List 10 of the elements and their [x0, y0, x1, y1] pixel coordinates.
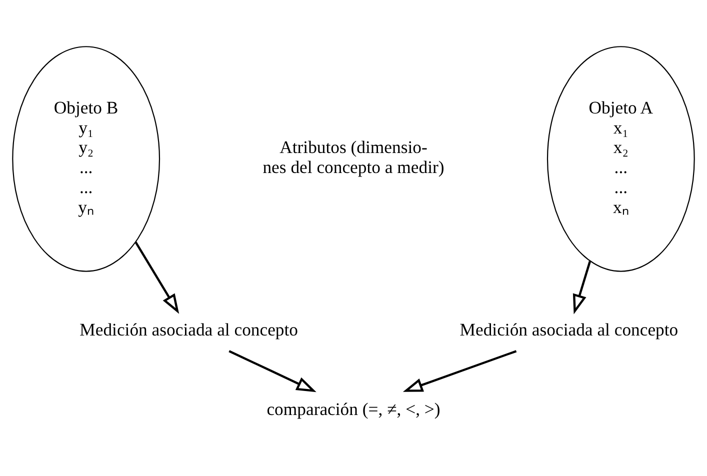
label: Atributos (dimensio- nes del concepto a medir): [262, 136, 444, 177]
arrow: [572, 260, 591, 314]
arrow: [402, 350, 517, 392]
arrow: [134, 240, 180, 314]
node-text: Medición asociada al concepto: [80, 318, 298, 339]
node-text: Medición asociada al concepto: [460, 318, 678, 339]
node-ellipse: Objeto A x₁ x₂ ... ... xₙ: [546, 46, 695, 272]
arrow: [228, 350, 316, 392]
node-text: comparación (=, ≠, <, >): [266, 398, 440, 418]
node-ellipse: Objeto B y₁ y₂ ... ... yₙ: [12, 46, 160, 272]
